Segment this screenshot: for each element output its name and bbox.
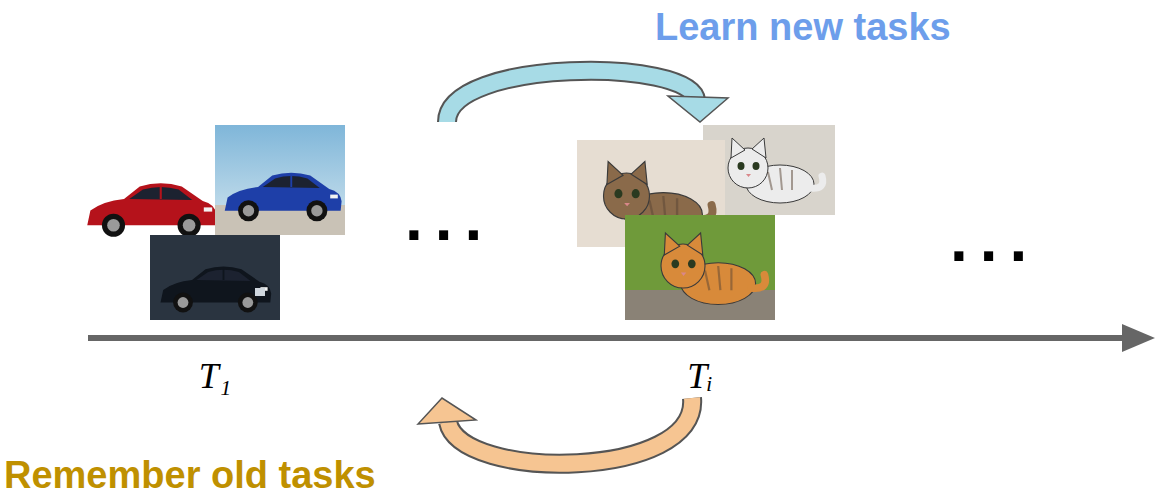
ellipsis: ...: [405, 186, 494, 250]
timeline-axis: [88, 324, 1155, 352]
remember-arrow: [418, 398, 692, 464]
time-label: Tᵢ: [687, 356, 713, 397]
car-photo: [78, 150, 225, 238]
heading-learn: Learn new tasks: [655, 6, 951, 50]
ellipsis: ...: [950, 207, 1039, 271]
time-label: T₁: [199, 356, 232, 397]
learn-arrow: [447, 71, 728, 122]
heading-remember: Remember old tasks: [4, 454, 376, 498]
car-photo: [215, 125, 345, 235]
cat-photo: [625, 215, 775, 320]
car-photo: [150, 235, 280, 320]
